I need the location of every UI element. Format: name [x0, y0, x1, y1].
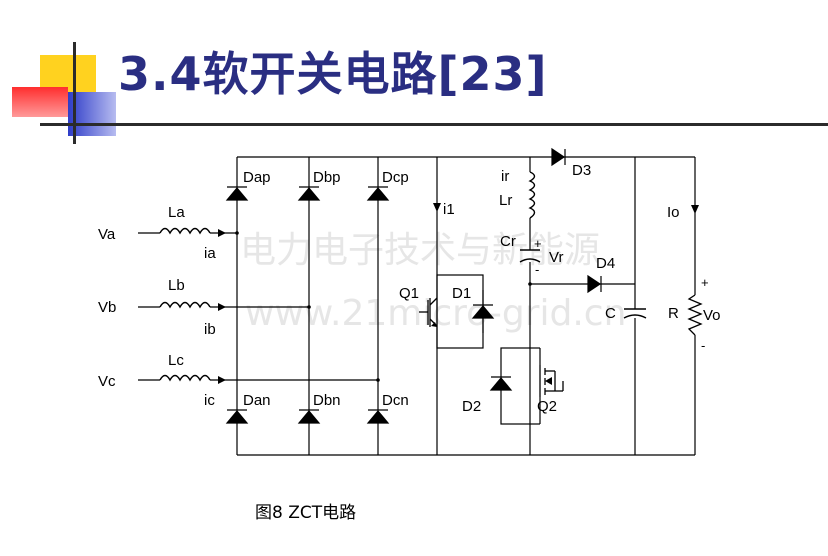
- label-lr: Lr: [499, 192, 512, 209]
- circuit-wires: [138, 156, 696, 456]
- label-d2: D2: [462, 398, 481, 415]
- label-lc: Lc: [168, 352, 184, 369]
- label-vo-minus: -: [701, 338, 705, 353]
- q2-body-arrow: [545, 377, 552, 385]
- label-ia: ia: [204, 245, 216, 262]
- label-cr-minus: -: [535, 262, 539, 277]
- label-r: R: [668, 305, 679, 322]
- label-vo-plus: +: [701, 275, 709, 290]
- label-vr: Vr: [549, 249, 563, 266]
- c-capacitor-symbol: [623, 308, 647, 319]
- label-cr: Cr: [500, 233, 516, 250]
- q2-switch-symbol: [539, 365, 564, 397]
- slide-title: 3.4软开关电路[23]: [118, 47, 548, 101]
- watermark-line1: 电力电子技术与新能源: [240, 230, 600, 271]
- label-i1: i1: [443, 201, 455, 218]
- label-q2: Q2: [537, 398, 557, 415]
- r-resistor-symbol: [687, 294, 703, 336]
- label-la-text: La: [168, 204, 185, 221]
- input-arrows: [218, 203, 699, 384]
- label-cr-plus: +: [534, 236, 542, 251]
- figure-caption: 图8 ZCT电路: [255, 503, 357, 523]
- label-dan: Dan: [243, 392, 271, 409]
- label-ic: ic: [204, 392, 215, 409]
- inductor-coils: [159, 171, 536, 382]
- label-ir: ir: [501, 168, 509, 185]
- deco-blue-square: [68, 92, 116, 136]
- label-vb: Vb: [98, 299, 116, 316]
- label-dap: Dap: [243, 169, 271, 186]
- junction-dots: [235, 231, 532, 382]
- deco-red-square: [12, 87, 68, 117]
- label-d3: D3: [572, 162, 591, 179]
- cr-capacitor-symbol: [519, 249, 541, 263]
- label-vo: Vo: [703, 307, 721, 324]
- label-lb: Lb: [168, 277, 185, 294]
- title-underline: [40, 123, 828, 126]
- q1-emitter-arrow: [431, 322, 437, 327]
- label-dbp: Dbp: [313, 169, 341, 186]
- label-vc: Vc: [98, 373, 116, 390]
- label-dcn: Dcn: [382, 392, 409, 409]
- bridge-diode-symbols: [225, 147, 602, 424]
- label-dcp: Dcp: [382, 169, 409, 186]
- label-ib: ib: [204, 321, 216, 338]
- label-dbn: Dbn: [313, 392, 341, 409]
- label-va: Va: [98, 226, 116, 243]
- deco-vertical-line: [73, 42, 76, 144]
- label-c: C: [605, 305, 616, 322]
- label-q1: Q1: [399, 285, 419, 302]
- label-d4: D4: [596, 255, 615, 272]
- label-d1: D1: [452, 285, 471, 302]
- label-io: Io: [667, 204, 680, 221]
